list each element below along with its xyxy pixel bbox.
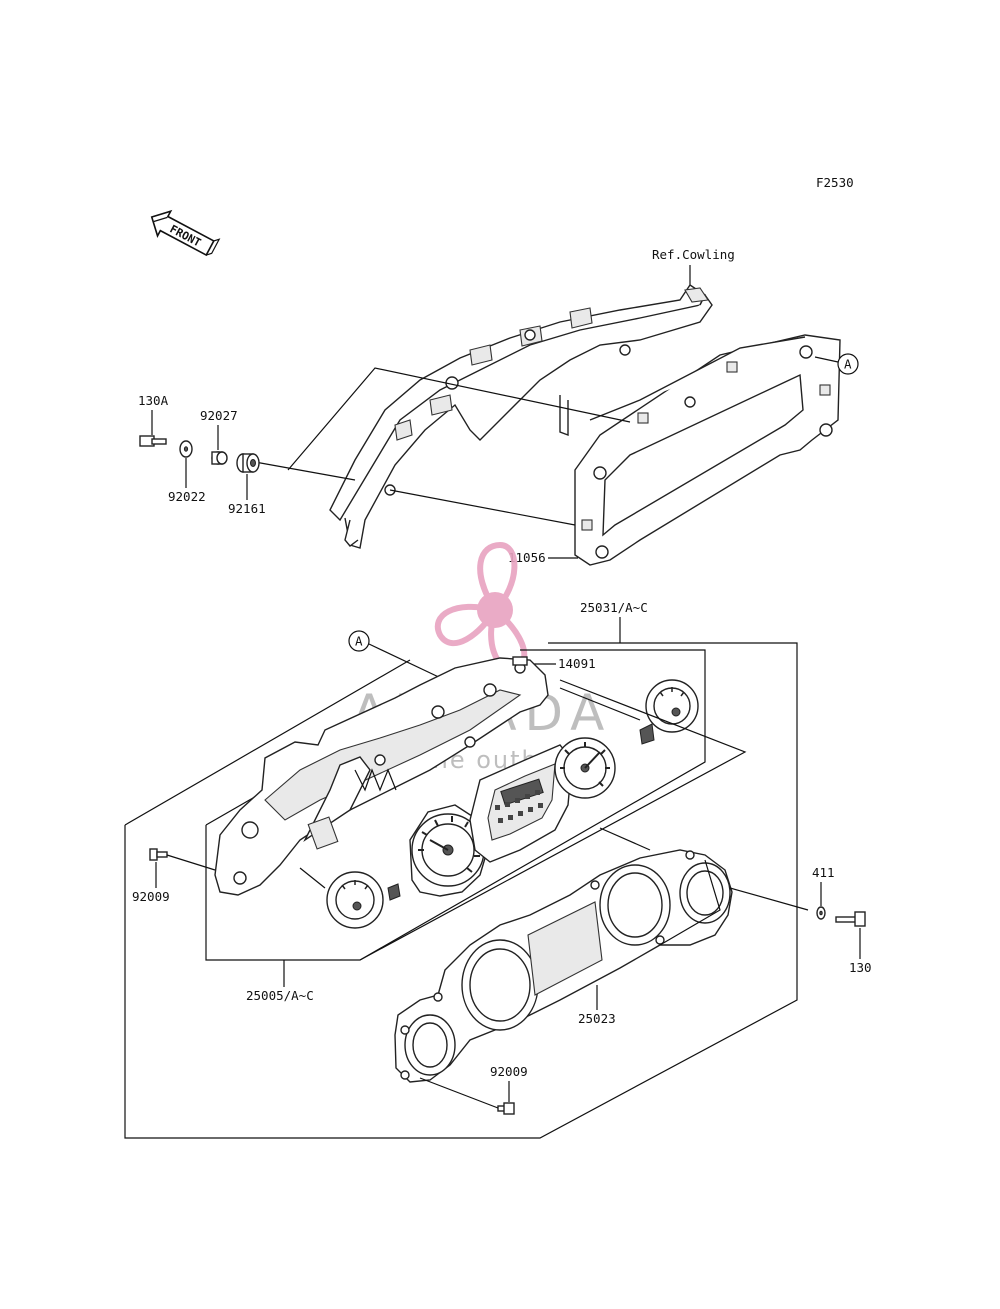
meter-front-bezel	[394, 849, 733, 1083]
meter-cover-plate	[574, 334, 841, 566]
assembly-box-25005	[205, 649, 706, 961]
part-25023: 25023	[578, 1011, 616, 1026]
ref-cowling-note: Ref.Cowling	[652, 247, 735, 262]
part-92027: 92027	[200, 408, 238, 423]
part-25031: 25031/A~C	[580, 600, 648, 615]
part-14091: 14091	[558, 656, 596, 671]
part-130: 130	[849, 960, 872, 975]
ref-circle-a-upper	[837, 353, 859, 375]
part-92009-bottom: 92009	[490, 1064, 528, 1079]
meter-rear-housing	[214, 656, 549, 896]
front-arrow-icon: FRONT	[150, 209, 221, 257]
screw-92009-bottom-icon	[497, 1102, 515, 1115]
lcd-display-panel	[469, 744, 573, 863]
part-92009-left: 92009	[132, 889, 170, 904]
tachometer-dial	[409, 804, 489, 897]
collar-92027-icon	[211, 451, 228, 465]
figure-code: F2530	[816, 175, 854, 190]
small-gauge-lower	[326, 871, 401, 929]
assembly-box-25031	[124, 642, 798, 1139]
ref-circle-a-upper-label: A	[844, 357, 852, 372]
speedometer-dial	[554, 737, 616, 799]
part-130a: 130A	[138, 393, 169, 408]
part-25005: 25005/A~C	[246, 988, 314, 1003]
screw-92009-left-icon	[149, 848, 168, 861]
meter-bracket-frame	[329, 284, 713, 549]
part-92161: 92161	[228, 501, 266, 516]
ref-circle-a-lower-label: A	[355, 634, 363, 649]
ref-circle-a-lower	[348, 630, 370, 652]
washer-92022-icon	[179, 440, 193, 458]
bolt-130-icon	[835, 911, 866, 927]
part-92022: 92022	[168, 489, 206, 504]
bolt-130a-icon	[139, 435, 167, 447]
small-gauge-upper	[639, 679, 699, 745]
washer-411-icon	[816, 906, 826, 920]
part-411: 411	[812, 865, 835, 880]
grommet-92161-icon	[236, 453, 260, 473]
part-11056: 11056	[508, 550, 546, 565]
